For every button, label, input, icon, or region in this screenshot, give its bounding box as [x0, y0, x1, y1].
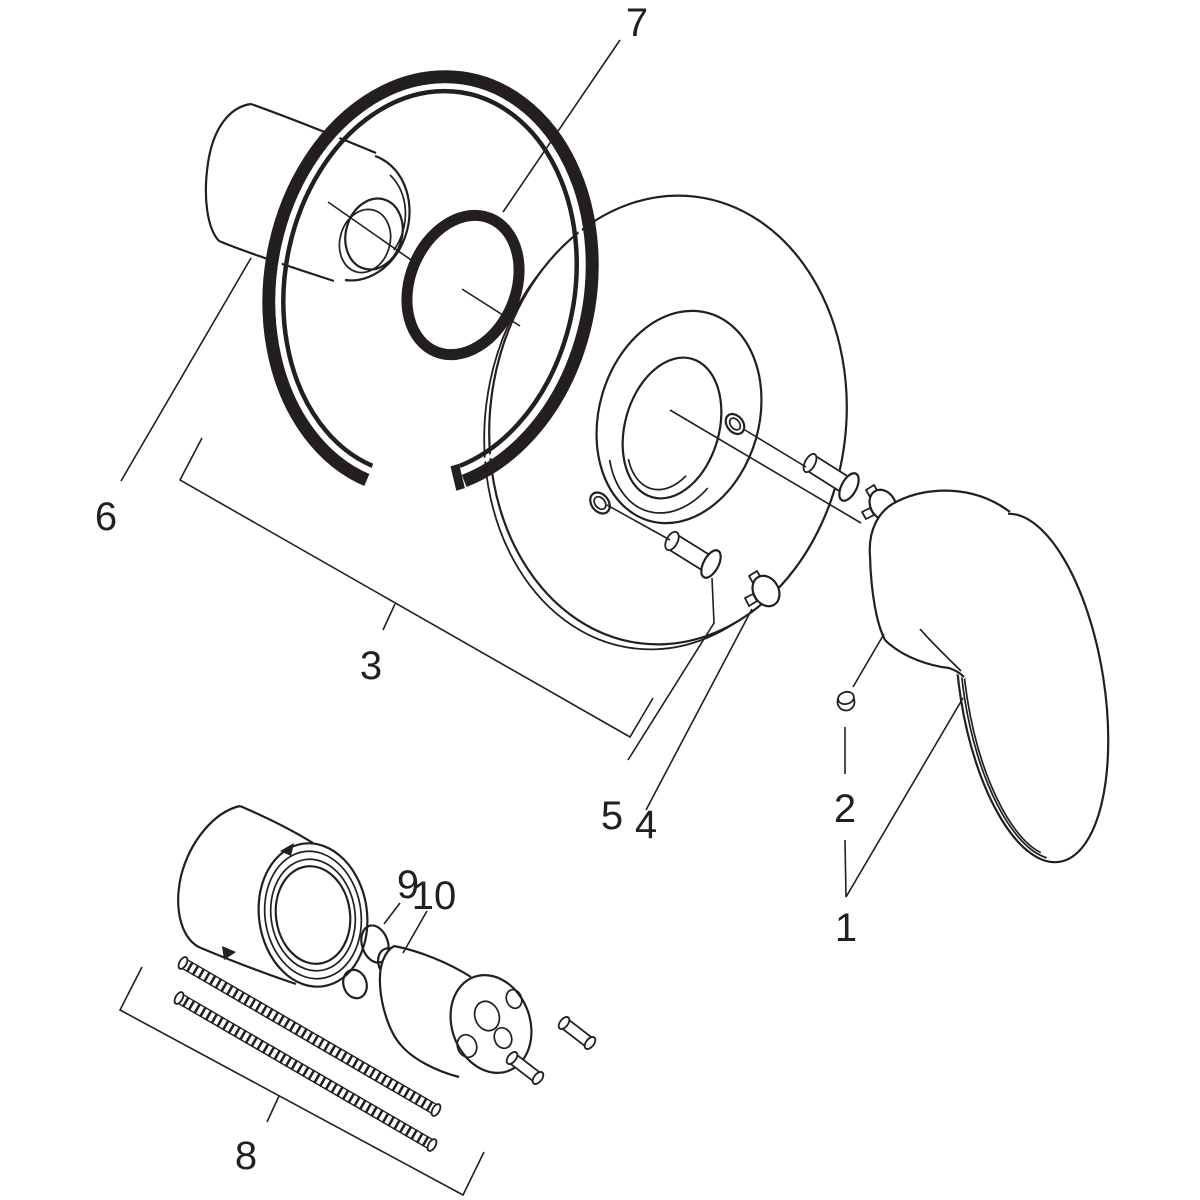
leader-9: [383, 902, 401, 925]
part-pin-2: [557, 1016, 597, 1050]
ring-highlight: [275, 83, 585, 474]
part-sleeve: [204, 102, 411, 283]
bracket-3: [178, 437, 654, 739]
part-o-ring-small: [342, 968, 368, 1000]
ring-inner-band: [281, 89, 579, 469]
callout-label-5: 5: [601, 794, 623, 838]
bracket-8-tick: [266, 1095, 280, 1123]
part-cap-lower: [744, 570, 781, 608]
sleeve-inner-rim: [389, 174, 407, 251]
part-plug: [836, 690, 856, 712]
bracket-3-tick: [382, 603, 396, 631]
leader-7: [502, 39, 621, 213]
adapter-top-edge: [393, 944, 472, 978]
adapter-hole-left: [456, 1033, 478, 1059]
axis-line-plate: [669, 409, 862, 524]
adapter-back-edge: [378, 945, 460, 1079]
part-threaded-rod-1: [177, 956, 442, 1117]
part-extension-sleeve: [177, 804, 369, 988]
callout-label-6: 6: [95, 495, 117, 539]
leader-1-vertical: [844, 839, 847, 898]
callout-label-8: 8: [235, 1134, 257, 1178]
axis-line-screw-lower: [606, 504, 671, 541]
part-pin-1: [505, 1051, 545, 1085]
leader-4: [645, 608, 753, 811]
extension-thread-2: [269, 858, 357, 972]
callout-label-3: 3: [360, 644, 382, 688]
extension-bore: [274, 865, 352, 965]
ring-outer-band: [262, 70, 599, 487]
plate-screw-hole-upper: [724, 412, 746, 436]
part-screw-lower: [664, 530, 722, 579]
ring-end-face: [450, 463, 465, 491]
extension-bottom-edge: [200, 946, 297, 986]
leader-1-diagonal: [845, 697, 964, 898]
axis-line-o-ring: [461, 288, 521, 327]
leader-5: [627, 577, 715, 761]
handle-crease: [919, 628, 962, 672]
callout-label-7: 7: [626, 1, 648, 45]
adapter-hole-top: [505, 988, 523, 1010]
adapter-hole-center: [473, 1000, 501, 1032]
plate-screw-hole-lower: [589, 491, 611, 515]
part-handle: [868, 489, 1110, 864]
sleeve-hole-far-rim: [338, 208, 392, 274]
part-o-ring: [401, 209, 525, 361]
adapter-face: [449, 974, 533, 1074]
part-threaded-rod-2: [173, 991, 438, 1152]
axis-line-sleeve: [327, 201, 415, 263]
leader-plug-to-handle: [852, 633, 885, 688]
adapter-hole-right: [493, 1026, 513, 1050]
callout-labels: 7 6 3 5 4 2 1 9 10 8: [95, 1, 857, 1178]
extension-top-edge: [239, 804, 314, 844]
axis-line-screw-upper: [744, 429, 807, 468]
part-cartridge-adapter: [378, 944, 533, 1079]
rotation-arrow-top: [280, 843, 294, 856]
bracket-8: [118, 966, 485, 1197]
part-screw-upper: [802, 452, 860, 502]
leader-6: [120, 257, 252, 482]
callout-label-4: 4: [635, 803, 657, 847]
leader-10: [402, 910, 428, 954]
plate-center-hole: [621, 356, 723, 500]
callout-label-1: 1: [835, 906, 857, 950]
sleeve-top-edge: [250, 102, 377, 155]
part-retaining-ring: [262, 70, 599, 491]
rotation-arrow-bottom: [222, 946, 236, 960]
leader-lines: [118, 39, 964, 1197]
callout-label-2: 2: [834, 787, 856, 831]
axis-lines: [327, 201, 862, 541]
callout-label-9: 9: [397, 863, 419, 907]
sleeve-back-edge: [204, 102, 252, 242]
plate-boss-inner-edge: [608, 459, 709, 514]
sleeve-hole: [344, 197, 404, 271]
extension-back-edge: [177, 804, 241, 950]
callout-label-10: 10: [412, 874, 457, 918]
part-o-ring-9: [360, 924, 390, 964]
handle-neck-underside: [884, 639, 965, 678]
plate-hole-inner-edge: [627, 459, 687, 491]
extension-thread-1: [263, 850, 363, 980]
sleeve-rim: [344, 154, 411, 282]
handle-neck-outline: [868, 489, 1011, 641]
